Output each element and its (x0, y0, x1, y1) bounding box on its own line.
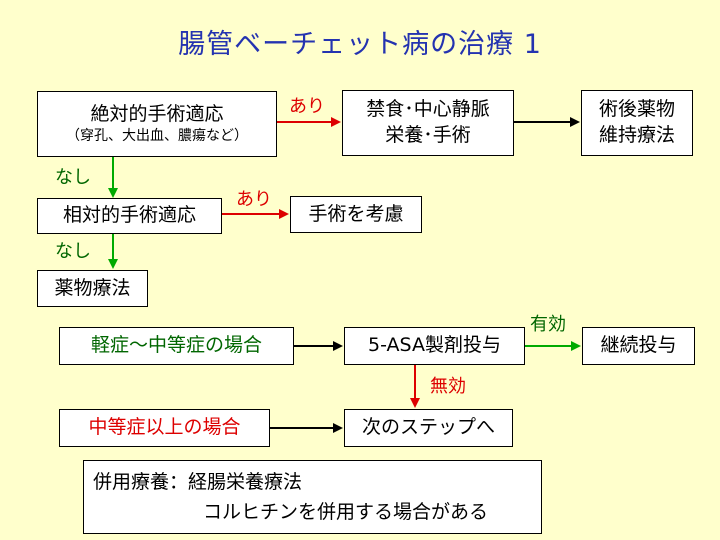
note-line-1: 併用療養：経腸栄養療法 (93, 471, 303, 493)
note-line-2: コルヒチンを併用する場合がある (203, 501, 489, 524)
node-continue-label: 継続投与 (600, 334, 677, 357)
node-consider-surgery-label: 手術を考慮 (308, 202, 404, 225)
node-fasting: 禁食･中心静脈 栄養･手術 (342, 90, 514, 156)
edge-label-effective: 有効 (530, 314, 566, 335)
edge-label-no-1: なし (55, 167, 91, 188)
node-absolute-surgery: 絶対的手術適応 （穿孔、大出血、膿瘍など） (37, 91, 277, 157)
node-drug-therapy-label: 薬物療法 (54, 276, 131, 299)
edge-label-ineffective: 無効 (430, 376, 466, 397)
node-5asa-label: 5-ASA製剤投与 (368, 334, 501, 357)
combination-therapy-note: 併用療養：経腸栄養療法 コルヒチンを併用する場合がある (83, 460, 542, 534)
node-relative-surgery-label: 相対的手術適応 (62, 204, 196, 227)
node-drug-therapy: 薬物療法 (37, 270, 148, 307)
edge-label-no-2: なし (55, 241, 91, 262)
page-title: 腸管ベーチェット病の治療 1 (178, 29, 542, 60)
node-relative-surgery: 相対的手術適応 (37, 198, 222, 234)
node-moderate-plus-label: 中等症以上の場合 (88, 416, 241, 439)
node-fasting-line1: 禁食･中心静脈 (366, 98, 490, 121)
node-absolute-surgery-detail: （穿孔、大出血、膿瘍など） (66, 128, 248, 145)
node-next-step: 次のステップへ (344, 409, 513, 447)
node-fasting-line2: 栄養･手術 (385, 124, 471, 146)
node-absolute-surgery-title: 絶対的手術適応 (90, 102, 224, 125)
node-moderate-plus: 中等症以上の場合 (59, 409, 270, 447)
node-postop-line1: 術後薬物 (598, 98, 675, 121)
node-postop-line2: 維持療法 (598, 124, 675, 146)
node-5asa: 5-ASA製剤投与 (344, 327, 525, 365)
node-postop: 術後薬物 維持療法 (581, 90, 693, 156)
edge-label-yes-1: あり (289, 96, 325, 117)
node-consider-surgery: 手術を考慮 (290, 196, 422, 233)
node-continue: 継続投与 (582, 327, 695, 365)
node-mild-moderate-label: 軽症～中等症の場合 (90, 334, 262, 357)
node-next-step-label: 次のステップへ (361, 416, 495, 439)
edge-label-yes-2: あり (236, 189, 272, 210)
node-mild-moderate: 軽症～中等症の場合 (59, 327, 294, 365)
